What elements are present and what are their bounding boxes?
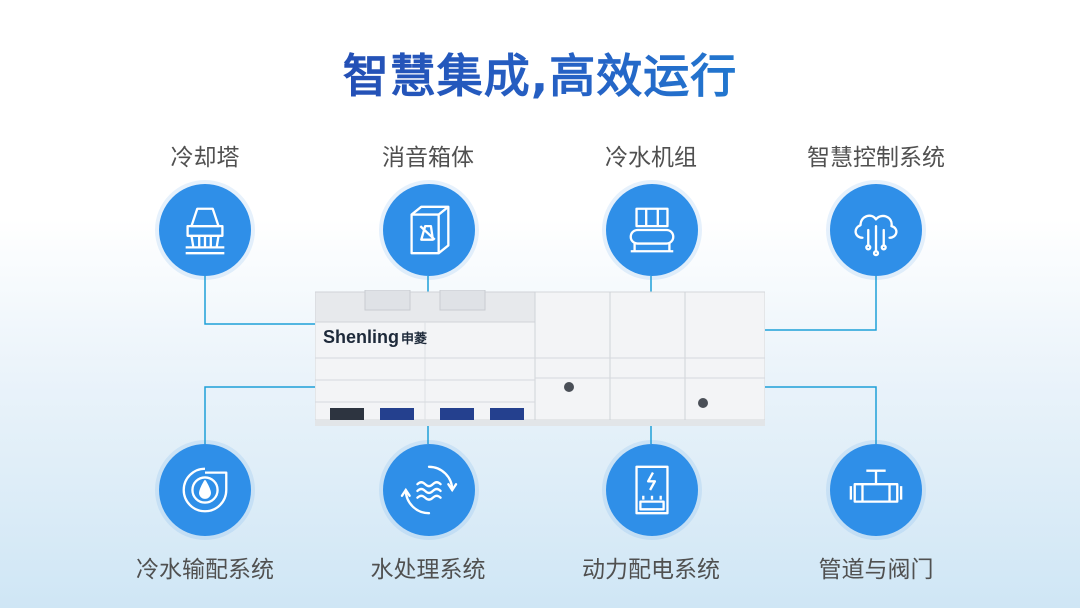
label-water-treatment: 水处理系统	[370, 557, 486, 583]
label-smart-control: 智慧控制系统	[807, 145, 945, 171]
label-chiller-unit: 冷水机组	[605, 145, 697, 171]
page-title: 智慧集成,高效运行	[0, 40, 1080, 106]
water-treatment-icon	[383, 444, 475, 536]
label-pipes-valves: 管道与阀门	[818, 557, 934, 583]
label-silencer-box: 消音箱体	[382, 145, 474, 171]
pipe-valve-icon	[830, 444, 922, 536]
label-chilled-water-distribution: 冷水输配系统	[136, 557, 274, 583]
water-pump-icon	[159, 444, 251, 536]
silencer-box-icon	[383, 184, 475, 276]
label-power-distribution: 动力配电系统	[582, 557, 720, 583]
chiller-unit-icon	[606, 184, 698, 276]
cloud-control-icon	[830, 184, 922, 276]
power-distribution-icon	[606, 444, 698, 536]
cooling-tower-icon	[159, 184, 251, 276]
integrated-machine-image	[315, 290, 765, 426]
label-cooling-tower: 冷却塔	[170, 145, 240, 171]
